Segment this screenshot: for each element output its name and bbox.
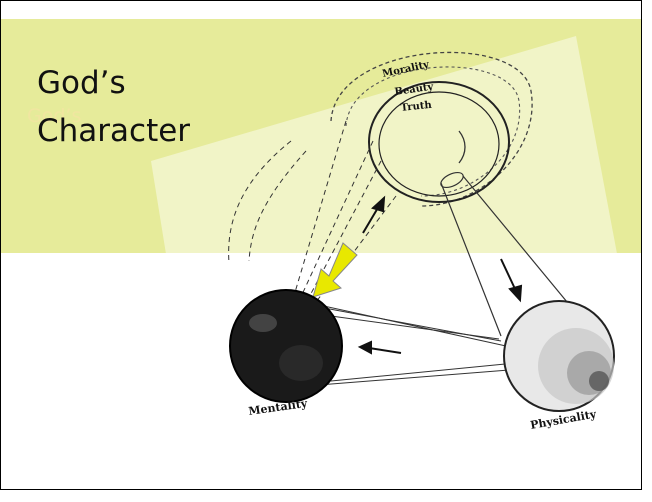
slide: Morality Beauty Truth [0, 0, 642, 490]
title-line-2: Character [37, 107, 190, 155]
mentality-sphere [230, 290, 342, 402]
title-line-1: God’s [37, 59, 190, 107]
physicality-sphere [504, 301, 614, 411]
slide-title: God’s Character [37, 59, 190, 155]
